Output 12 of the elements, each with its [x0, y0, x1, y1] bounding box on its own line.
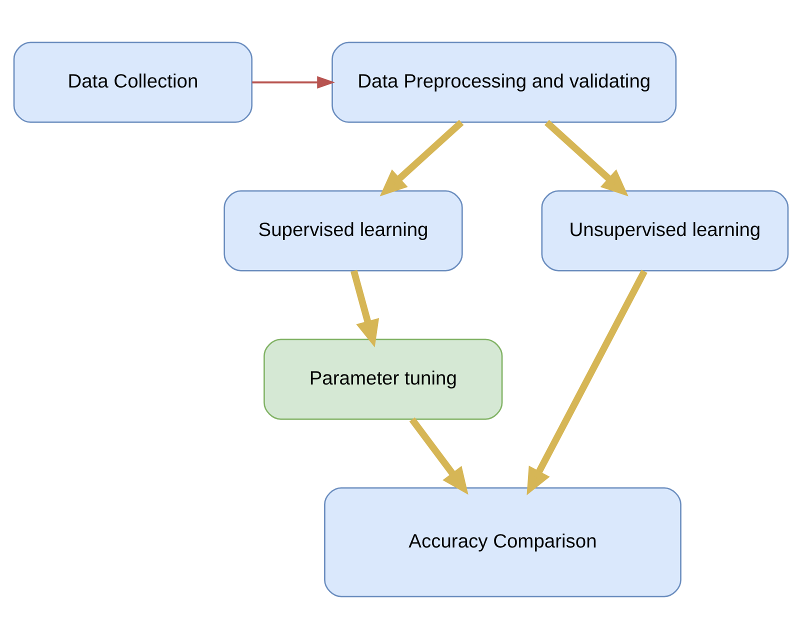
arrow: [544, 120, 628, 196]
arrow: [409, 417, 468, 495]
arrow: [252, 76, 336, 89]
arrow: [380, 120, 464, 196]
node-box: Parameter tuning: [264, 338, 503, 420]
node-box: Data Preprocessing and validating: [332, 42, 677, 123]
arrow: [350, 270, 380, 348]
arrow: [526, 270, 648, 496]
node-box: Supervised learning: [224, 190, 463, 272]
node-box: Data Collection: [13, 42, 253, 123]
node-box: Unsupervised learning: [541, 190, 789, 272]
node-box: Accuracy Comparison: [324, 487, 682, 598]
